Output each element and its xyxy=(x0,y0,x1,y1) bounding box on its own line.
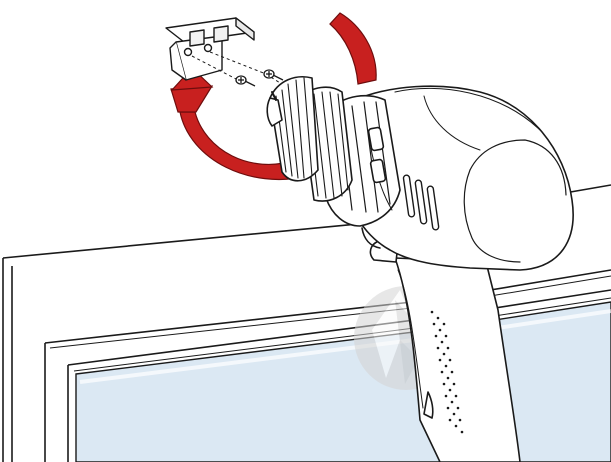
mounting-bracket-icon xyxy=(166,18,254,80)
window-glass xyxy=(76,302,611,462)
screw-left xyxy=(236,76,255,86)
screw-icon xyxy=(236,70,283,86)
